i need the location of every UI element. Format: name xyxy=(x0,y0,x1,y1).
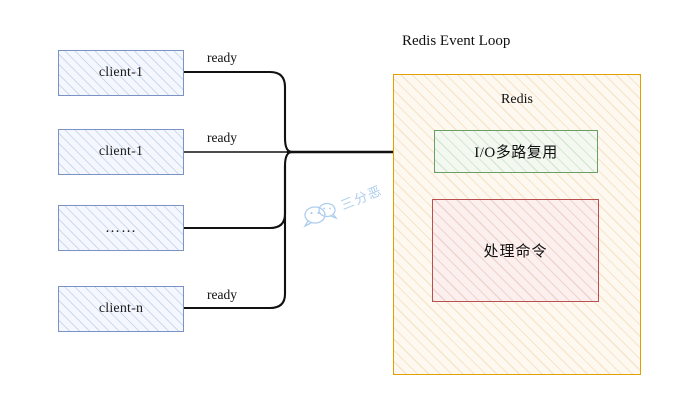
client-label: …… xyxy=(105,219,137,236)
io-multiplexing-label: I/O多路复用 xyxy=(474,145,558,161)
client-label: client-n xyxy=(98,301,144,316)
edge-label-ready-n: ready xyxy=(207,287,237,302)
client-label: client-1 xyxy=(98,144,144,159)
io-multiplexing-box[interactable]: I/O多路复用 xyxy=(434,130,598,173)
page-title: Redis Event Loop xyxy=(402,33,511,49)
client-box-1[interactable]: client-1 xyxy=(58,50,184,96)
wechat-logo-icon xyxy=(303,202,338,228)
process-command-box[interactable]: 处理命令 xyxy=(432,199,599,302)
redis-inner-title: Redis xyxy=(501,92,533,107)
watermark: 三分恶 xyxy=(303,183,385,228)
edge-label-ready-2: ready xyxy=(207,130,237,145)
client-box-ellipsis[interactable]: …… xyxy=(58,205,184,251)
client-box-n[interactable]: client-n xyxy=(58,286,184,332)
client-box-2[interactable]: client-1 xyxy=(58,129,184,175)
client-label: client-1 xyxy=(98,65,144,80)
watermark-text: 三分恶 xyxy=(339,183,385,213)
edge-label-ready-1: ready xyxy=(207,50,237,65)
process-command-label: 处理命令 xyxy=(483,244,548,260)
